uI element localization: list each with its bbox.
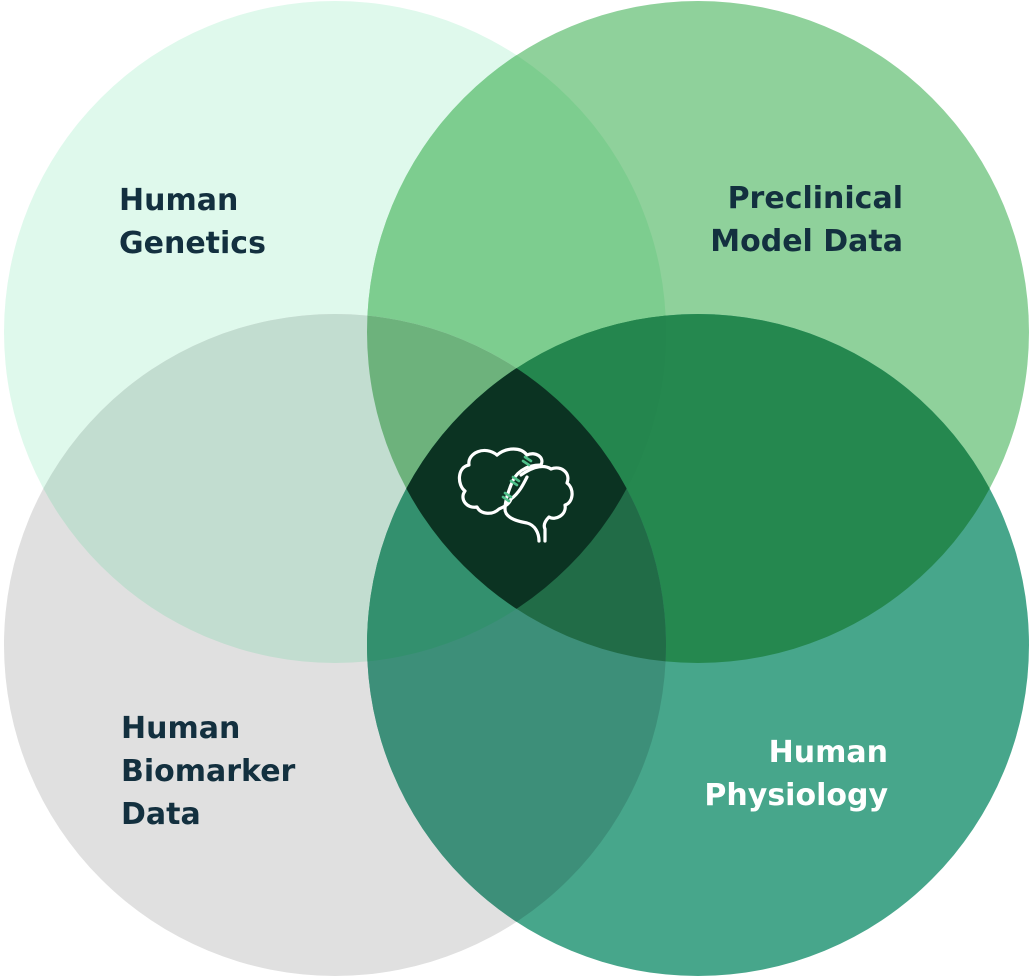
- label-human-physiology: Human Physiology: [704, 735, 888, 813]
- label-preclinical-model-data: Preclinical Model Data: [710, 181, 903, 259]
- brain-dna-icon: [457, 447, 574, 543]
- label-human-genetics: Human Genetics: [119, 183, 266, 261]
- label-human-biomarker-data: Human Biomarker Data: [121, 711, 296, 832]
